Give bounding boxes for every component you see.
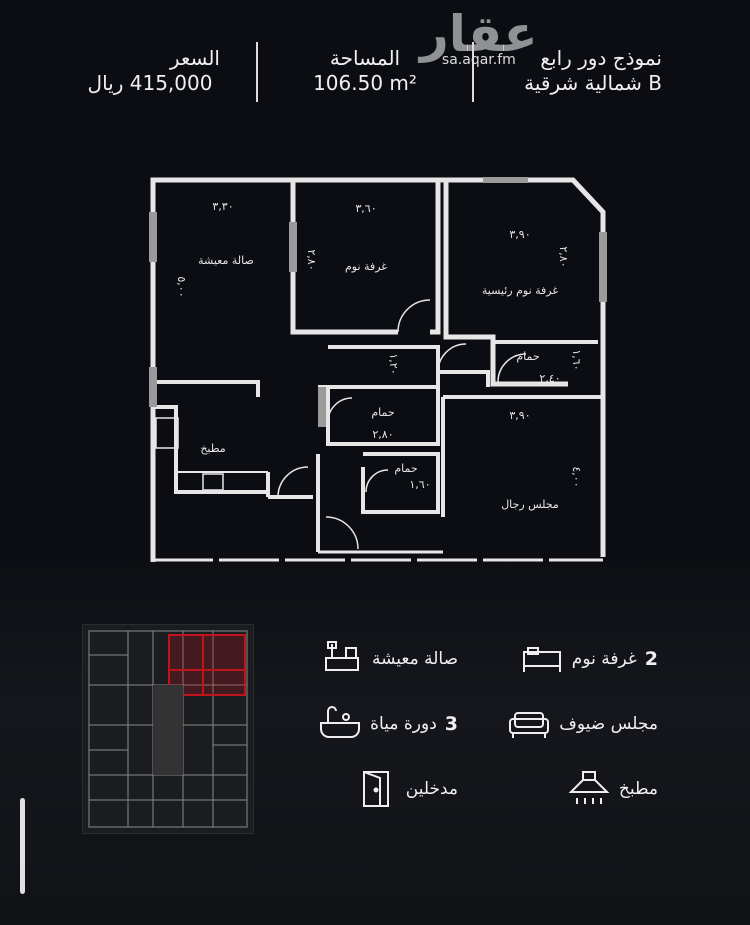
master-dim2: ٢,٨٠ xyxy=(557,246,570,267)
feature-living: صالة معيشة xyxy=(320,640,458,678)
feature-kitchen: مطبخ xyxy=(567,770,658,808)
bath-mid-label: حمام xyxy=(371,406,394,419)
aqar-logo: عقار xyxy=(420,5,538,63)
corridor-dim: ١,٢٠ xyxy=(387,353,400,374)
majlis-dim2: ٤,٠٠ xyxy=(570,466,583,487)
aqar-url: sa.aqar.fm xyxy=(441,52,516,68)
key-plan xyxy=(82,624,254,834)
bed-icon xyxy=(522,647,561,672)
baths-count: 3 xyxy=(444,713,458,735)
area-block: المساحة 106.50 m² xyxy=(300,46,430,96)
kitchen-label: مطبخ xyxy=(200,442,225,455)
feature-entrances: مدخلين xyxy=(354,770,458,808)
bedrooms-label: غرفة نوم xyxy=(571,649,637,669)
guest-feature-label: مجلس ضيوف xyxy=(559,714,658,734)
header-divider xyxy=(472,42,474,102)
model-subtitle: B شمالية شرقية xyxy=(524,71,662,95)
floor-plan: ٣,٣٠ صالة معيشة ٥,٠٠ ٣,٦٠ غرفة نوم ٢,٨٠ … xyxy=(149,177,607,562)
living-feature-label: صالة معيشة xyxy=(371,649,458,669)
scrollbar[interactable] xyxy=(20,798,25,894)
bedroom-label: غرفة نوم xyxy=(345,260,387,273)
sofa-icon xyxy=(509,712,550,738)
price-value: 415,000 ريال xyxy=(87,71,213,95)
living-room-icon xyxy=(324,641,359,671)
price-block: السعر 415,000 ريال xyxy=(80,46,220,96)
price-label: السعر xyxy=(169,46,220,70)
bath-master-label: حمام xyxy=(516,350,539,363)
bathtub-icon xyxy=(320,706,361,738)
bath-master-dim1: ٢,٤٠ xyxy=(539,372,560,385)
key-plan-drawing xyxy=(88,630,248,828)
living-dim1: ٣,٣٠ xyxy=(212,200,233,213)
range-hood-icon xyxy=(568,771,610,804)
entrances-label: مدخلين xyxy=(405,779,458,799)
bath-small-dim: ١,٦٠ xyxy=(409,478,430,491)
bedroom-dim2: ٢,٨٠ xyxy=(305,249,318,270)
feature-guest: مجلس ضيوف xyxy=(507,705,658,743)
bath-mid-dim: ٢,٨٠ xyxy=(372,428,393,441)
baths-label: دورة مياة xyxy=(370,714,437,734)
living-label: صالة معيشة xyxy=(198,254,254,267)
master-label: غرفة نوم رئيسية xyxy=(482,284,558,297)
kitchen-feature-label: مطبخ xyxy=(618,779,658,799)
bedroom-dim1: ٣,٦٠ xyxy=(355,202,376,215)
aqar-watermark: عقار sa.aqar.fm xyxy=(420,8,538,68)
living-dim2: ٥,٠٠ xyxy=(175,276,188,297)
model-block: نموذج دور رابع B شمالية شرقية xyxy=(524,46,662,96)
bath-small-label: حمام xyxy=(394,462,417,475)
model-title: نموذج دور رابع xyxy=(540,46,662,70)
area-value: 106.50 m² xyxy=(313,71,417,95)
door-icon xyxy=(362,771,389,807)
master-dim1: ٣,٩٠ xyxy=(509,228,530,241)
area-label: المساحة xyxy=(329,46,401,70)
bedrooms-count: 2 xyxy=(644,648,658,670)
majlis-label: مجلس رجال xyxy=(501,498,559,511)
bath-master-dim2: ١,٦٠ xyxy=(570,349,583,370)
feature-baths: 3 دورة مياة xyxy=(318,705,458,743)
majlis-dim1: ٣,٩٠ xyxy=(509,409,530,422)
feature-bedrooms: 2 غرفة نوم xyxy=(520,640,658,678)
header-divider xyxy=(256,42,258,102)
